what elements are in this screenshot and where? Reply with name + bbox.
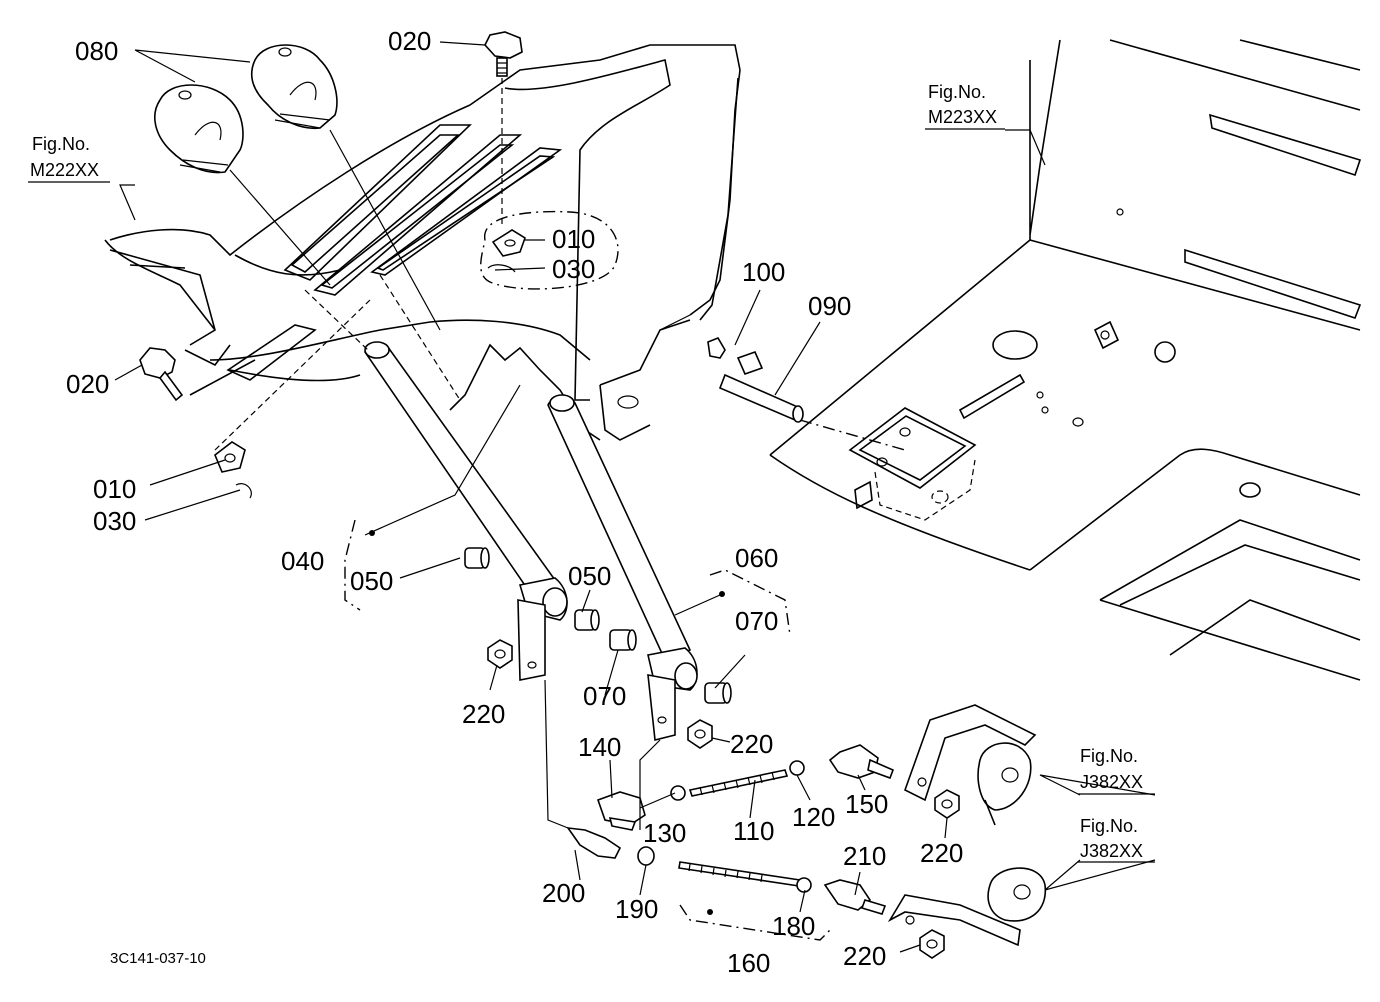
callout-110: 110 [733,816,774,846]
lever-left [364,341,568,681]
callout-220-lever-right: 220 [730,729,773,759]
cam-lever-lower [887,867,1047,947]
callout-040: 040 [281,546,324,576]
leader-lines [114,41,1156,953]
callout-220-lever: 220 [462,699,505,729]
fig-ref-j382xx-lower: Fig.No. J382XX [1078,816,1155,863]
fig-ref-code: J382XX [1080,772,1143,792]
callout-090: 090 [808,291,851,321]
clip-upper [487,229,526,273]
clip-lower [214,441,252,499]
callout-180: 180 [772,911,815,941]
fig-ref-code: J382XX [1080,841,1143,861]
pin-and-bolt [707,337,804,423]
callout-070-right: 070 [735,606,778,636]
cam-lever-upper [904,704,1037,826]
callout-080: 080 [75,36,118,66]
callout-200: 200 [542,878,585,908]
fig-ref-code: M222XX [30,160,99,180]
fig-ref-j382xx-upper: Fig.No. J382XX [1078,746,1155,795]
callout-050-center: 050 [568,561,611,591]
knob-bolt-left [139,347,184,402]
callout-160: 160 [727,948,770,978]
fig-ref-m222xx: Fig.No. M222XX [28,134,110,183]
callout-010-lower: 010 [93,474,136,504]
knob-bolt-top [484,31,523,225]
callout-labels: 080 020 020 010 030 010 030 100 090 040 … [66,26,963,978]
callout-220-cam-upper: 220 [920,838,963,868]
detail-group-outline [480,210,619,290]
callout-190: 190 [615,894,658,924]
lever-knob-right [251,44,338,130]
rod-lower [566,826,887,915]
lever-right [547,394,698,741]
pedal-box [799,407,977,521]
callout-100: 100 [742,257,785,287]
lever-knob-left [154,84,244,174]
rod-upper [596,744,895,831]
callout-140: 140 [578,732,621,762]
callout-010-upper: 010 [552,224,595,254]
fig-ref-prefix: Fig.No. [1080,746,1138,766]
fig-ref-code: M223XX [928,107,997,127]
bushings [464,547,732,704]
callout-050-left: 050 [350,566,393,596]
callout-dots [369,530,725,915]
nuts [487,639,960,959]
fig-ref-prefix: Fig.No. [928,82,986,102]
callout-150: 150 [845,789,888,819]
callout-210: 210 [843,841,886,871]
callout-030-upper: 030 [552,254,595,284]
fig-ref-prefix: Fig.No. [1080,816,1138,836]
diagram-code: 3C141-037-10 [110,950,206,967]
callout-020-left: 020 [66,369,109,399]
callout-020-top: 020 [388,26,431,56]
callout-120: 120 [792,802,835,832]
fig-ref-m223xx: Fig.No. M223XX [925,82,1005,130]
callout-060: 060 [735,543,778,573]
floor-panel [769,39,1362,681]
callout-130: 130 [643,818,686,848]
callout-070-center: 070 [583,681,626,711]
callout-220-cam-lower: 220 [843,941,886,971]
callout-030-lower: 030 [93,506,136,536]
fig-ref-prefix: Fig.No. [32,134,90,154]
